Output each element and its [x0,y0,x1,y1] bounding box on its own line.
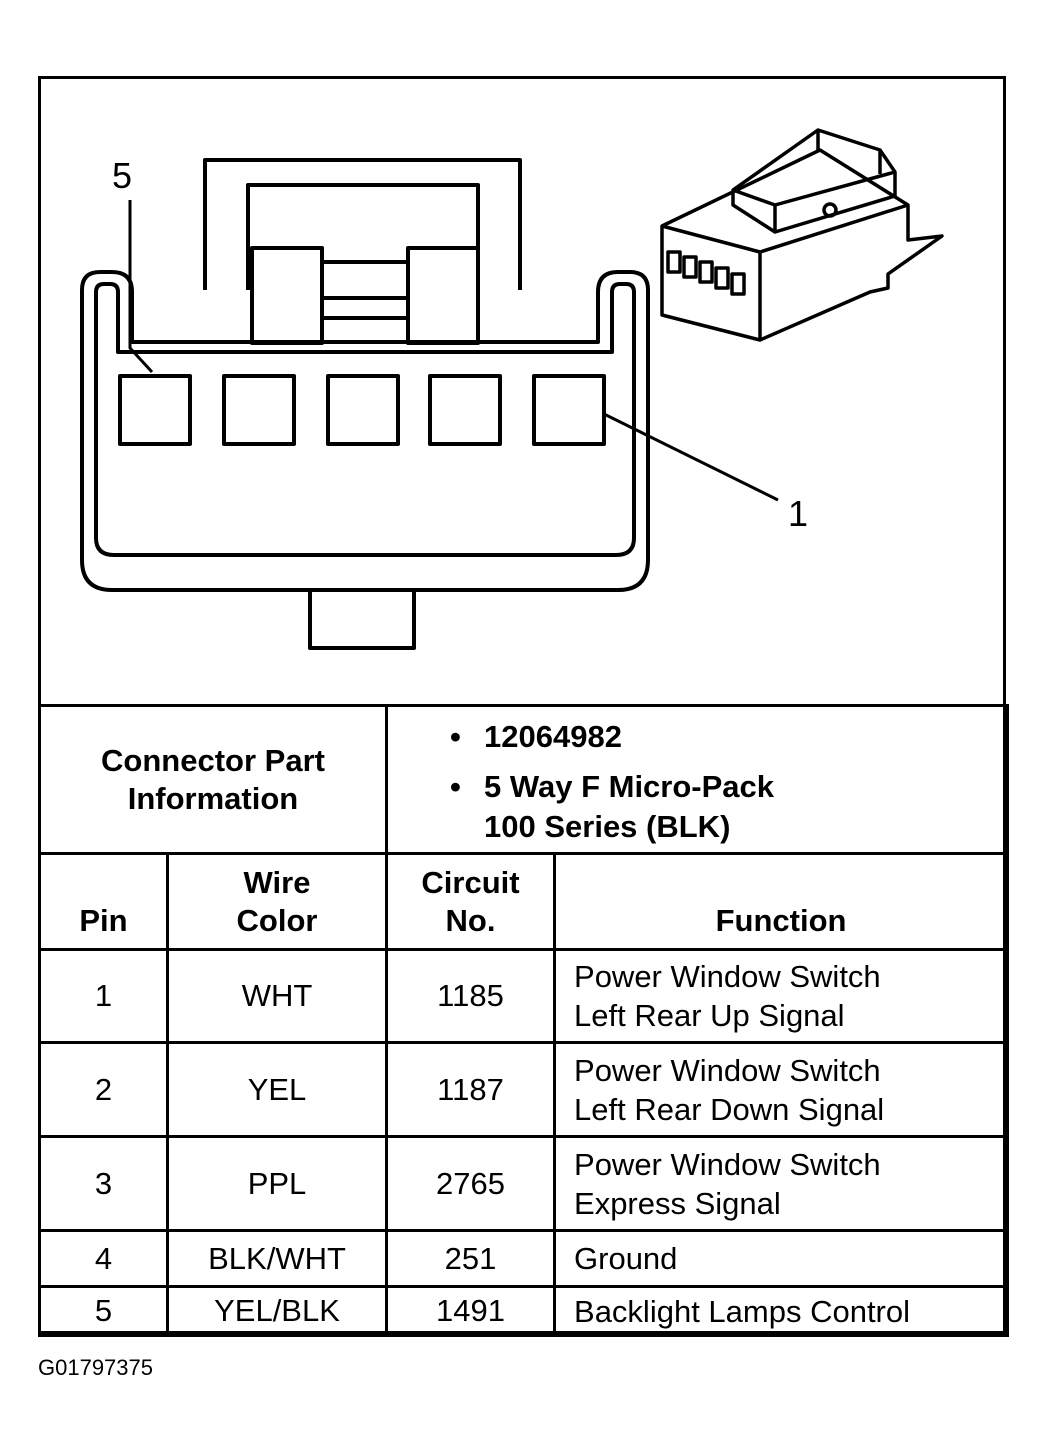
leader-line-1 [603,412,779,502]
connector-description-line1: 5 Way F Micro-Pack [484,768,775,804]
function-cell: Backlight Lamps Control [553,1285,1010,1337]
wire-color-cell: BLK/WHT [165,1229,389,1288]
leader-line-5 [128,200,154,374]
table-row: 3 PPL 2765 Power Window Switch Express S… [38,1135,1010,1232]
latch-block-left [250,246,324,345]
part-number: 12064982 [484,718,622,754]
table-row: 4 BLK/WHT 251 Ground [38,1229,1010,1288]
pin-cavity-5 [118,374,192,446]
function-cell: Power Window Switch Left Rear Down Signa… [553,1041,1010,1138]
header-function: Function [553,852,1010,951]
connector-body-outer [80,270,650,592]
function-cell: Power Window Switch Express Signal [553,1135,1010,1232]
pin-cavity-1 [532,374,606,446]
pin-cell: 5 [38,1285,169,1337]
header-circuit-no: Circuit No. [385,852,557,951]
connector-3d-view [660,128,944,342]
pin-cavity-3 [326,374,400,446]
pin-cell: 3 [38,1135,169,1232]
wire-color-cell: WHT [165,948,389,1044]
connector-description-line2: 100 Series (BLK) [484,808,731,844]
wire-color-cell: PPL [165,1135,389,1232]
circuit-cell: 1491 [385,1285,557,1337]
circuit-cell: 1187 [385,1041,557,1138]
callout-pin-5: 5 [112,155,132,196]
wire-color-cell: YEL [165,1041,389,1138]
function-cell: Ground [553,1229,1010,1288]
pin-cell: 4 [38,1229,169,1288]
latch-block-right [406,246,480,345]
table-row: 2 YEL 1187 Power Window Switch Left Rear… [38,1041,1010,1138]
circuit-cell: 2765 [385,1135,557,1232]
pin-cell: 2 [38,1041,169,1138]
circuit-cell: 1185 [385,948,557,1044]
figure-id: G01797375 [38,1355,153,1380]
bottom-tab [308,588,416,650]
table-row: 1 WHT 1185 Power Window Switch Left Rear… [38,948,1010,1044]
connector-body-inner [94,282,636,557]
header-wire-color: Wire Color [165,852,389,951]
connector-info-details: •12064982 •5 Way F Micro-Pack 100 Series… [385,704,1010,855]
latch-inner [246,183,480,290]
connector-info-row: Connector Part Information •12064982 •5 … [37,704,1010,855]
header-pin: Pin [38,852,169,951]
pin-cell: 1 [38,948,169,1044]
pin-cavity-4 [222,374,296,446]
wire-color-cell: YEL/BLK [165,1285,389,1337]
connector-info-label-line1: Connector Part [101,742,325,778]
connector-info-label-line2: Information [127,780,299,816]
connector-diagram: 5 1 [80,128,944,650]
pin-cavity-2 [428,374,502,446]
connector-pinout-table: Connector Part Information •12064982 •5 … [37,704,1010,1337]
connector-info-label: Connector Part Information [37,704,389,855]
latch-outline [203,158,522,290]
table-row: 5 YEL/BLK 1491 Backlight Lamps Control [38,1285,1010,1337]
callout-pin-1: 1 [788,493,808,534]
table-header-row: Pin Wire Color Circuit No. Function [38,852,1010,951]
circuit-cell: 251 [385,1229,557,1288]
function-cell: Power Window Switch Left Rear Up Signal [553,948,1010,1044]
